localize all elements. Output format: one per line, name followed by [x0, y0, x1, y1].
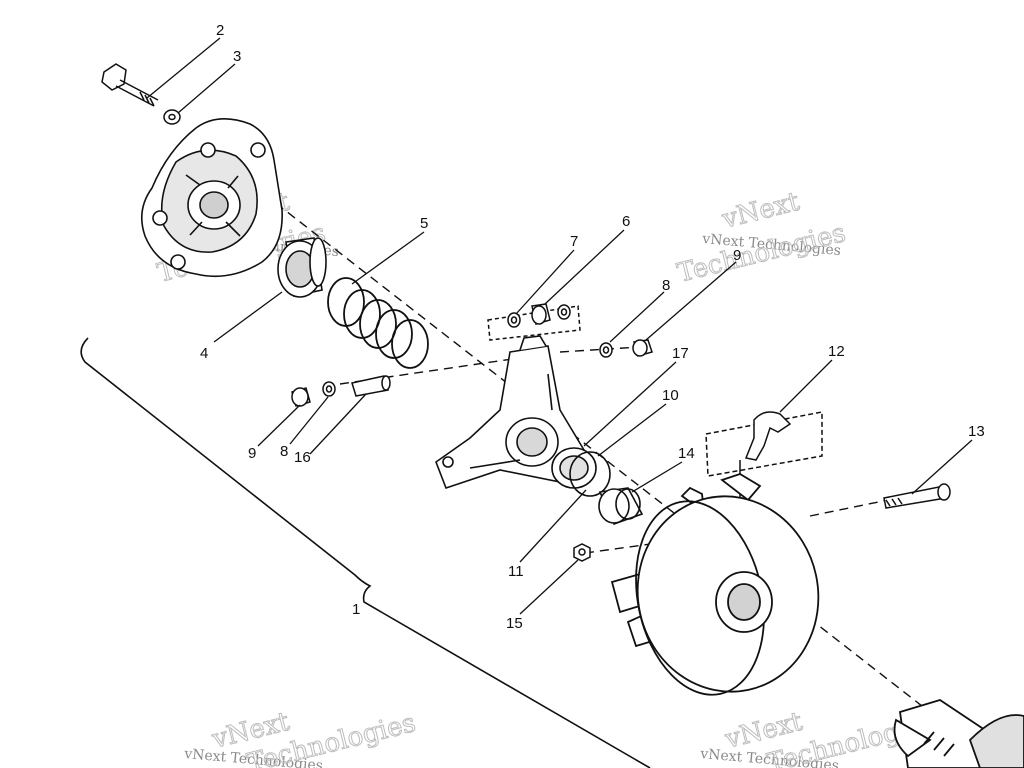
washer-part-7 — [507, 312, 521, 328]
bolt-part-2 — [101, 63, 159, 107]
callout-3: 3 — [233, 48, 241, 65]
spring-part-5 — [327, 277, 429, 369]
leader-15 — [519, 559, 579, 615]
leader-12 — [779, 359, 833, 413]
pin-axis-line-right — [559, 346, 641, 353]
bolt-thread — [139, 91, 155, 107]
cover-plate — [140, 118, 283, 278]
leader-6 — [544, 229, 625, 305]
watermark-3: vNext vNext Technologies Technologies — [183, 706, 420, 768]
leader-11 — [519, 489, 587, 563]
callout-7: 7 — [570, 233, 578, 250]
leader-8-left — [289, 396, 329, 445]
bushing-part-6 — [531, 303, 551, 325]
leader-2 — [146, 37, 221, 99]
watermark-2: vNext vNext Technologies Technologies — [674, 186, 849, 289]
pin-part-16 — [351, 375, 391, 397]
arm-bracket — [435, 335, 592, 490]
bolt-head — [101, 63, 127, 91]
callout-11: 11 — [508, 563, 524, 580]
cap-part-9 — [632, 339, 653, 357]
shaft-end — [893, 699, 1024, 768]
leader-10 — [597, 403, 667, 457]
leader-16 — [309, 393, 367, 455]
leader-lines — [146, 37, 973, 615]
callout-5: 5 — [420, 215, 428, 232]
assembly-bracket — [80, 337, 651, 768]
leader-3 — [177, 63, 236, 114]
watermark-2-brand: vNext — [718, 187, 802, 235]
leader-9-left — [257, 404, 301, 447]
callout-9-right: 9 — [733, 247, 741, 264]
callout-2: 2 — [216, 22, 224, 39]
washer-part-8-right — [557, 304, 571, 320]
callout-8-left: 8 — [280, 443, 288, 460]
screw-part-13 — [883, 483, 951, 509]
callout-14: 14 — [678, 445, 695, 462]
leader-7 — [515, 249, 575, 315]
washer-part-3 — [163, 109, 181, 125]
ring-part-10 — [551, 447, 611, 497]
callout-9-left: 9 — [248, 445, 256, 462]
cap-part-9-left — [291, 387, 311, 407]
screw-axis-line — [809, 499, 889, 517]
callout-17: 17 — [672, 345, 689, 362]
watermark-2-subtext: Technologies — [674, 218, 848, 289]
bearing-part-4 — [277, 237, 327, 298]
bushing-group-top — [487, 303, 581, 341]
bolt-shank-top — [119, 79, 159, 101]
callout-6: 6 — [622, 213, 630, 230]
clip-part-12 — [705, 411, 823, 500]
leader-4 — [213, 291, 283, 343]
callout-1: 1 — [352, 601, 360, 618]
washer-part-8 — [599, 342, 613, 358]
bushing-part-14 — [598, 487, 644, 526]
leader-13 — [911, 439, 973, 495]
leader-9-right — [645, 261, 737, 341]
callout-labels: 1 2 3 4 5 6 7 8 8 9 9 10 11 12 13 14 15 … — [200, 22, 985, 632]
callout-10: 10 — [662, 387, 679, 404]
leader-17 — [583, 361, 677, 447]
leader-5 — [351, 231, 425, 285]
callout-16: 16 — [294, 449, 311, 466]
leader-8-right — [609, 291, 665, 343]
callout-12: 12 — [828, 343, 845, 360]
sheave-disc — [610, 473, 820, 696]
callout-13: 13 — [968, 423, 985, 440]
bolt-shank-bottom — [115, 85, 155, 107]
leader-14 — [631, 461, 683, 493]
callout-15: 15 — [506, 615, 523, 632]
washer-part-8-left — [322, 381, 336, 397]
callout-4: 4 — [200, 345, 208, 362]
callout-8-right: 8 — [662, 277, 670, 294]
nut-part-15 — [573, 543, 591, 562]
